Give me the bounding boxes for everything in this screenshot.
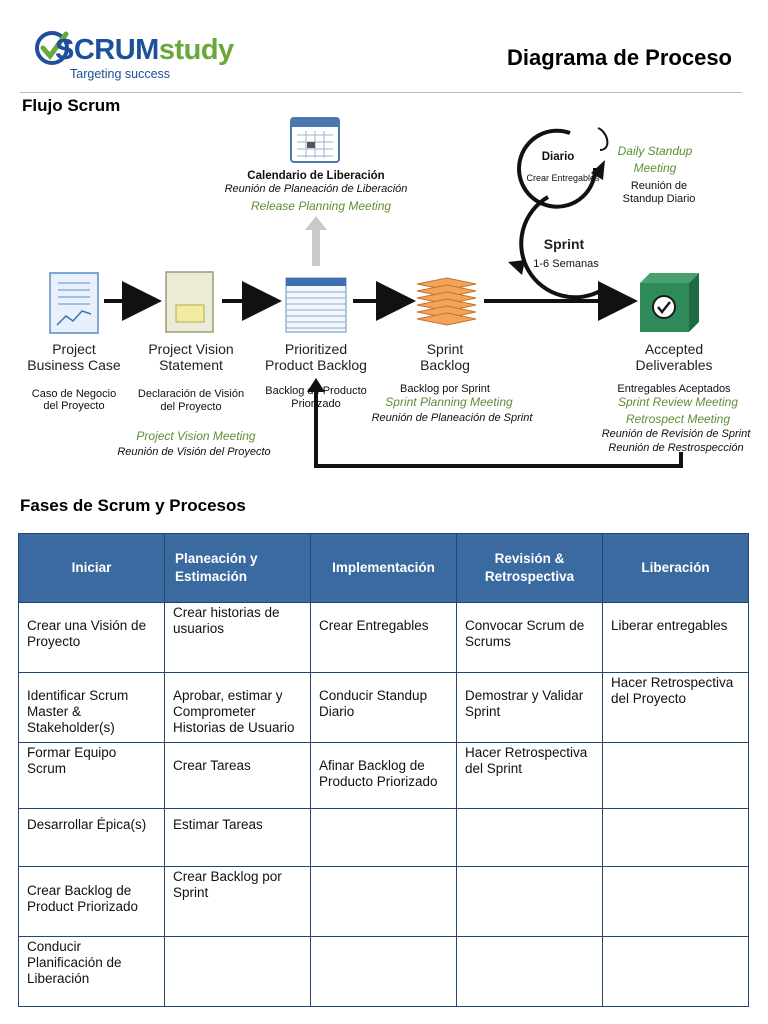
sprint-cycle-sub: 1-6 Semanas <box>533 258 599 270</box>
table-cell: Crear historias de usuarios <box>164 602 311 673</box>
sprint-cycle <box>519 195 604 300</box>
sprint-planning-meeting-sub: Reunión de Planeación de Sprint <box>371 412 533 424</box>
node-title-vision-1: Project Vision <box>148 341 234 357</box>
table-row: Conducir Planificación de Liberación <box>18 936 749 1007</box>
logo-scrum-text: SCRUM <box>55 34 159 66</box>
table-row: Crear una Visión de Proyecto Crear histo… <box>18 602 749 673</box>
product-backlog-stack-icon <box>285 277 347 333</box>
daily-sub: Crear Entregables <box>526 173 600 183</box>
table-cell: Afinar Backlog de Producto Priorizado <box>310 742 457 809</box>
daily-standup-meeting-2: Meeting <box>633 161 677 175</box>
vision-statement-icon <box>165 271 214 333</box>
table-cell <box>456 808 603 867</box>
node-title-deliverables-1: Accepted <box>644 341 704 357</box>
daily-standup-meeting-1: Daily Standup <box>617 144 693 158</box>
scrumstudy-logo: SCRUMstudy <box>55 34 234 67</box>
retrospect-sub: Reunión de Restrospección <box>608 442 744 454</box>
table-cell <box>310 866 457 937</box>
table-cell: Conducir Planificación de Liberación <box>18 936 165 1007</box>
table-cell: Formar Equipo Scrum <box>18 742 165 809</box>
table-cell: Hacer Retrospectiva del Sprint <box>456 742 603 809</box>
table-cell <box>602 742 749 809</box>
table-cell <box>310 936 457 1007</box>
sprint-cycle-title: Sprint <box>543 236 585 252</box>
project-vision-meeting: Project Vision Meeting <box>136 429 256 443</box>
table-row: Identificar Scrum Master & Stakeholder(s… <box>18 672 749 743</box>
table-cell <box>602 936 749 1007</box>
table-cell: Crear Backlog de Product Priorizado <box>18 866 165 937</box>
node-sub-business-case-2: del Proyecto <box>43 400 105 412</box>
header-planeacion: Planeación y Estimación <box>164 533 311 603</box>
node-title-business-case-1: Project <box>52 341 96 357</box>
node-title-sprint-backlog-2: Backlog <box>420 357 470 373</box>
node-sub-backlog-2: Priorizado <box>291 398 341 410</box>
phases-section-title: Fases de Scrum y Procesos <box>20 496 246 515</box>
phases-table: Iniciar Planeación y Estimación Implemen… <box>18 533 749 1007</box>
release-calendar-title: Calendario de Liberación <box>247 170 385 182</box>
logo-tagline: Targeting success <box>70 67 171 81</box>
node-sub-business-case-1: Caso de Negocio <box>31 388 117 400</box>
header-revision: Revisión & Retrospectiva <box>456 533 603 603</box>
header-liberacion: Liberación <box>602 533 749 603</box>
table-cell <box>164 936 311 1007</box>
daily-standup-sub-2: Standup Diario <box>622 193 696 205</box>
feedback-loop-arrow <box>314 388 683 468</box>
table-cell <box>602 866 749 937</box>
document-title: Diagrama de Proceso <box>507 45 732 70</box>
table-row: Formar Equipo Scrum Crear Tareas Afinar … <box>18 742 749 809</box>
sprint-backlog-stack-icon <box>416 277 477 326</box>
table-cell: Liberar entregables <box>602 602 749 673</box>
business-case-document-icon <box>49 272 99 334</box>
scrumstudy-logo-icon <box>35 31 69 65</box>
table-cell: Convocar Scrum de Scrums <box>456 602 603 673</box>
header-implementacion: Implementación <box>310 533 457 603</box>
table-cell: Hacer Retrospectiva del Proyecto <box>602 672 749 743</box>
retrospect-meeting: Retrospect Meeting <box>625 412 731 426</box>
node-title-backlog-2: Product Backlog <box>265 357 367 373</box>
table-cell <box>310 808 457 867</box>
table-cell: Desarrollar Épica(s) <box>18 808 165 867</box>
table-cell: Conducir Standup Diario <box>310 672 457 743</box>
phases-header-row: Iniciar Planeación y Estimación Implemen… <box>18 533 749 603</box>
sprint-planning-meeting: Sprint Planning Meeting <box>385 395 513 409</box>
table-cell <box>456 936 603 1007</box>
table-cell: Crear una Visión de Proyecto <box>18 602 165 673</box>
node-title-sprint-backlog-1: Sprint <box>426 341 464 357</box>
table-cell: Crear Tareas <box>164 742 311 809</box>
node-sub-vision-1: Declaración de Visión <box>137 388 245 400</box>
node-title-vision-2: Statement <box>159 357 223 373</box>
calendar-icon <box>290 117 340 163</box>
release-planning-sub: Reunión de Planeación de Liberación <box>224 183 408 195</box>
node-title-backlog-1: Prioritized <box>284 341 348 357</box>
daily-cycle <box>517 128 598 209</box>
table-cell: Crear Entregables <box>310 602 457 673</box>
node-sub-vision-2: del Proyecto <box>160 401 222 413</box>
daily-standup-sub-1: Reunión de <box>630 180 688 192</box>
header-iniciar: Iniciar <box>18 533 165 603</box>
scrum-flow-diagram <box>49 117 699 468</box>
daily-title: Diario <box>541 151 575 163</box>
node-sub-deliverables: Entregables Aceptados <box>617 383 731 395</box>
table-cell: Estimar Tareas <box>164 808 311 867</box>
table-row: Desarrollar Épica(s) Estimar Tareas <box>18 808 749 867</box>
table-cell: Aprobar, estimar y Comprometer Historias… <box>164 672 311 743</box>
release-planning-meeting: Release Planning Meeting <box>250 199 392 213</box>
sprint-review-meeting: Sprint Review Meeting <box>617 395 739 409</box>
flow-section-title: Flujo Scrum <box>22 96 121 115</box>
table-cell: Demostrar y Validar Sprint <box>456 672 603 743</box>
table-cell <box>456 866 603 937</box>
node-sub-sprint-backlog: Backlog por Sprint <box>400 383 490 395</box>
project-vision-meeting-sub: Reunión de Visión del Proyecto <box>117 446 271 458</box>
node-title-business-case-2: Business Case <box>27 357 121 373</box>
header-divider <box>20 92 742 93</box>
sprint-review-sub: Reunión de Revisión de Sprint <box>601 428 751 440</box>
logo-study-text: study <box>158 34 234 66</box>
table-cell: Crear Backlog por Sprint <box>164 866 311 937</box>
accepted-deliverables-box-icon <box>640 273 699 332</box>
node-sub-backlog-1: Backlog de Producto <box>265 385 367 397</box>
table-row: Crear Backlog de Product Priorizado Crea… <box>18 866 749 937</box>
table-cell <box>602 808 749 867</box>
node-title-deliverables-2: Deliverables <box>635 357 713 373</box>
table-cell: Identificar Scrum Master & Stakeholder(s… <box>18 672 165 743</box>
